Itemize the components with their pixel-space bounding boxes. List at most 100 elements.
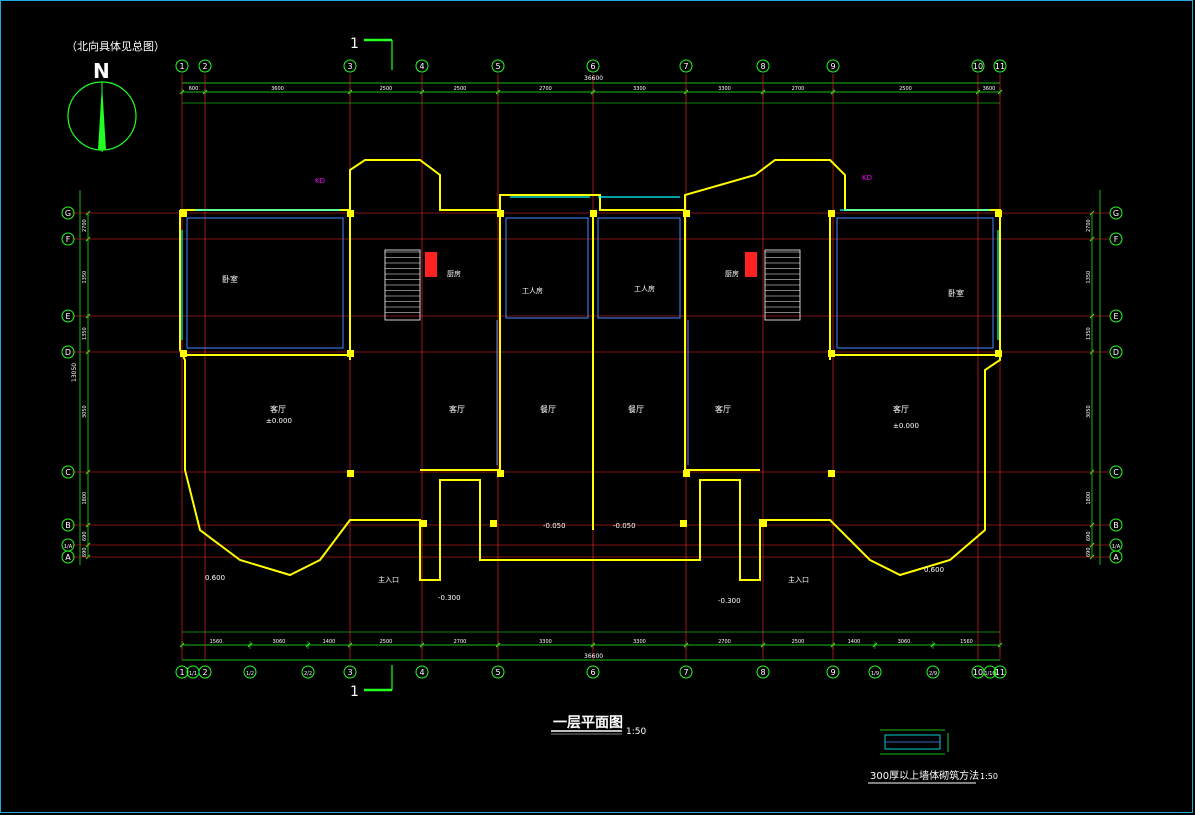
column-14 [828, 470, 835, 477]
axis-bubble-bottom-8 [586, 665, 600, 679]
elevation-living-right: ±0.000 [893, 422, 919, 430]
section-mark-bottom [364, 665, 393, 692]
axis-bubble-left-1 [61, 232, 75, 246]
dim-left-label-1: 1350 [82, 271, 88, 284]
axis-label-bottom-5: 3 [347, 668, 352, 677]
kd-tag-left: KD [315, 177, 325, 185]
dim-bottom-label-9: 1400 [848, 639, 861, 645]
room-kitchen-left: 厨房 [447, 269, 461, 278]
axis-bubble-top-11 [993, 59, 1007, 73]
column-5 [828, 210, 835, 217]
axis-label-left-3: D [65, 348, 71, 357]
room-hall-left: 客厅 [449, 404, 465, 414]
column-18 [680, 520, 687, 527]
dim-top-label-1: 3600 [271, 86, 284, 92]
axis-bubble-left-3 [61, 345, 75, 359]
axis-bubble-top-4 [415, 59, 429, 73]
axis-label-bottom-2: 2 [202, 668, 207, 677]
axis-label-top-1: 1 [179, 62, 184, 71]
axis-label-bottom-9: 7 [683, 668, 688, 677]
axis-bubble-left-0 [61, 206, 75, 220]
axis-bubble-left-5 [61, 518, 75, 532]
dim-right-label-2: 1350 [1086, 327, 1092, 340]
axis-label-bottom-7: 5 [495, 668, 500, 677]
dim-right-label-4: 1800 [1086, 492, 1092, 505]
column-16 [760, 520, 767, 527]
axis-bubble-right-7 [1109, 550, 1123, 564]
dim-right-label-1: 1350 [1086, 271, 1092, 284]
axis-bubble-right-1 [1109, 232, 1123, 246]
dim-bottom-label-5: 3300 [539, 639, 552, 645]
elevation-porch-left: 0.600 [205, 574, 225, 582]
room-worker-right: 工人房 [634, 284, 655, 293]
axis-bubble-bottom-6 [415, 665, 429, 679]
axis-label-left-0: G [65, 209, 71, 218]
dim-bottom-label-3: 2500 [380, 639, 393, 645]
north-letter: N [93, 59, 110, 83]
room-entrance-right: 主入口 [788, 575, 809, 584]
dim-left-label-6: 690 [82, 547, 88, 557]
kd-tag-right: KD [862, 174, 872, 182]
axis-bubble-top-5 [491, 59, 505, 73]
dim-top-label-3: 2500 [454, 86, 467, 92]
room-worker-left: 工人房 [522, 286, 543, 295]
kitchen-stove-left [425, 252, 437, 277]
axis-bubble-top-6 [586, 59, 600, 73]
elevation-mid-left: -0.050 [543, 522, 566, 530]
dim-top-label-0: 600 [189, 86, 199, 92]
drawing-scale: 1:50 [626, 727, 646, 737]
axis-label-right-1: F [1114, 235, 1119, 244]
axis-label-right-7: A [1113, 553, 1119, 562]
axis-label-left-5: B [65, 521, 71, 530]
room-hall-right: 客厅 [715, 404, 731, 414]
dim-top-label-7: 2700 [792, 86, 805, 92]
axis-bubble-top-3 [343, 59, 357, 73]
axis-bubble-right-0 [1109, 206, 1123, 220]
axis-bubble-bottom-0 [175, 665, 189, 679]
room-living-left: 客厅 [270, 404, 286, 414]
column-6 [995, 210, 1002, 217]
axis-label-bottom-4: 2/2 [304, 671, 312, 677]
room-entrance-left: 主入口 [378, 575, 399, 584]
overall-dimension-bottom: 36600 [584, 653, 603, 660]
north-arrow [67, 81, 137, 152]
dim-bottom-label-0: 1560 [210, 639, 223, 645]
column-10 [995, 350, 1002, 357]
column-13 [683, 470, 690, 477]
room-kitchen-right: 厨房 [725, 269, 739, 278]
axis-bubble-right-3 [1109, 345, 1123, 359]
axis-label-right-4: C [1113, 468, 1119, 477]
dim-bottom-label-11: 1560 [960, 639, 973, 645]
column-2 [497, 210, 504, 217]
room-dining-left: 餐厅 [540, 405, 556, 414]
axis-bubble-bottom-10 [756, 665, 770, 679]
axis-bubble-top-10 [971, 59, 985, 73]
dim-left-label-0: 2700 [82, 219, 88, 232]
axis-label-left-6: 1/A [64, 544, 73, 550]
dim-top-label-4: 2700 [539, 86, 552, 92]
section-mark-bottom-label: 1 [350, 684, 359, 700]
dim-bottom-label-7: 2700 [718, 639, 731, 645]
axis-label-top-6: 6 [590, 62, 595, 71]
column-0 [180, 210, 187, 217]
dim-right-label-5: 690 [1086, 531, 1092, 541]
dim-left-label-5: 690 [82, 531, 88, 541]
dim-top-label-8: 2500 [899, 86, 912, 92]
axis-bubble-bottom-12 [868, 665, 882, 679]
axis-label-bottom-6: 4 [419, 668, 424, 677]
kitchen-stove-right [745, 252, 757, 277]
axis-label-bottom-0: 1 [179, 668, 184, 677]
inner-wall-lines [186, 217, 994, 465]
windows [181, 196, 999, 340]
dim-left-label-4: 1800 [82, 492, 88, 505]
axis-label-top-7: 7 [683, 62, 688, 71]
column-1 [347, 210, 354, 217]
structural-columns [180, 210, 1002, 527]
dim-bottom-label-10: 3060 [898, 639, 911, 645]
axis-label-bottom-12: 1/9 [871, 671, 879, 677]
column-11 [347, 470, 354, 477]
dim-top-label-9: 3600 [983, 86, 996, 92]
north-note: （北向具体见总图） [66, 39, 165, 53]
